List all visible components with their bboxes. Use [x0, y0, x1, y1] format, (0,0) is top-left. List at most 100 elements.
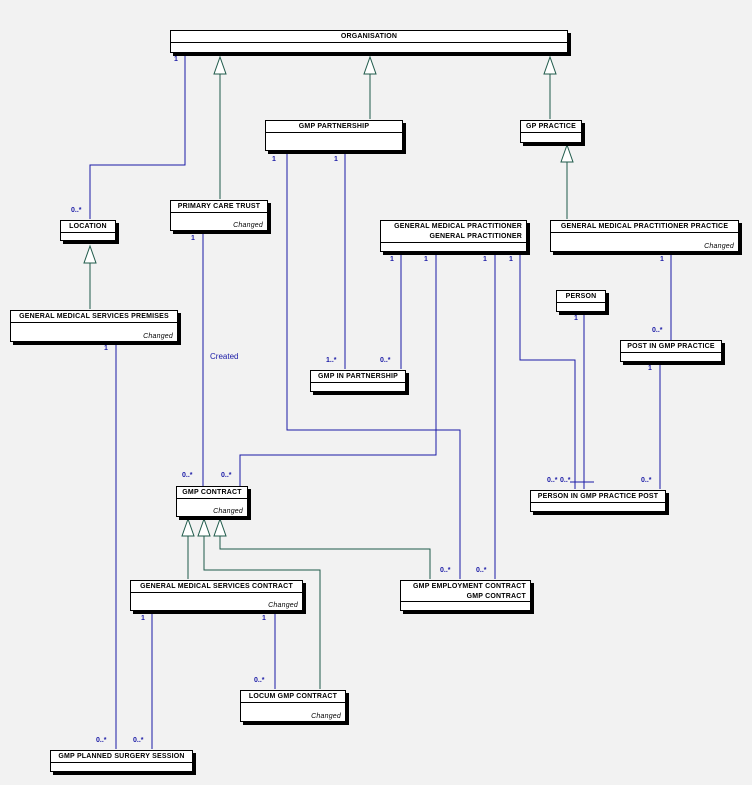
class-gmp-in-partnership[interactable]: GMP IN PARTNERSHIP: [310, 370, 406, 392]
class-gp-practice[interactable]: GP PRACTICE: [520, 120, 582, 143]
class-name: GENERAL MEDICAL SERVICES CONTRACT: [140, 583, 293, 590]
stereotype-label: Changed: [311, 713, 341, 720]
multiplicity: 0..*: [380, 357, 391, 364]
multiplicity: 1: [390, 256, 394, 263]
separator: [531, 502, 665, 503]
class-name: GMP EMPLOYMENT CONTRACT: [413, 583, 526, 590]
stereotype-label: Changed: [233, 222, 263, 229]
multiplicity: 0..*: [182, 472, 193, 479]
gen-arrow-org-2: [363, 55, 377, 75]
class-name: ORGANISATION: [340, 33, 398, 40]
assoc-org-location: [89, 55, 186, 219]
class-gmp-planned-surgery-session[interactable]: GMP PLANNED SURGERY SESSION: [50, 750, 193, 772]
separator: [401, 601, 530, 602]
separator: [171, 212, 267, 213]
class-name: PERSON: [565, 293, 597, 300]
multiplicity: 1: [191, 235, 195, 242]
gen-line-locum: [203, 536, 321, 689]
class-name: GMP IN PARTNERSHIP: [318, 373, 398, 380]
class-person[interactable]: PERSON: [556, 290, 606, 312]
multiplicity: 0..*: [560, 477, 571, 484]
gen-arrow-org-1: [213, 55, 227, 75]
separator: [11, 322, 177, 323]
multiplicity: 1: [174, 56, 178, 63]
multiplicity: 1: [574, 315, 578, 322]
class-name: LOCUM GMP CONTRACT: [248, 693, 338, 700]
class-gmp-employment-contract[interactable]: GMP EMPLOYMENT CONTRACT GMP CONTRACT: [400, 580, 531, 611]
class-name: GMP CONTRACT: [182, 489, 242, 496]
multiplicity: 1: [262, 615, 266, 622]
multiplicity: 1: [334, 156, 338, 163]
class-person-in-gmp-practice-post[interactable]: PERSON IN GMP PRACTICE POST: [530, 490, 666, 512]
multiplicity: 1..*: [326, 357, 337, 364]
gen-line-employment: [219, 536, 431, 579]
separator: [381, 242, 526, 243]
class-name: GMP PLANNED SURGERY SESSION: [58, 753, 185, 760]
assoc-gmp-contract: [239, 253, 437, 489]
class-name: GP PRACTICE: [526, 123, 576, 130]
multiplicity: 1: [660, 256, 664, 263]
multiplicity: 0..*: [254, 677, 265, 684]
class-name: GENERAL MEDICAL PRACTITIONER PRACTICE: [560, 223, 729, 230]
stereotype-label: Changed: [213, 508, 243, 515]
separator: [61, 232, 115, 233]
gen-arrow-contract-3: [213, 517, 227, 537]
multiplicity: 0..*: [440, 567, 451, 574]
class-alias: GMP CONTRACT: [466, 593, 526, 600]
multiplicity: 1: [141, 615, 145, 622]
class-alias: GENERAL PRACTITIONER: [429, 233, 522, 240]
multiplicity: 0..*: [476, 567, 487, 574]
stereotype-label: Changed: [268, 602, 298, 609]
separator: [621, 352, 721, 353]
multiplicity: 0..*: [71, 207, 82, 214]
class-gmp-partnership[interactable]: GMP PARTNERSHIP: [265, 120, 403, 151]
class-gms-premises[interactable]: GENERAL MEDICAL SERVICES PREMISES Change…: [10, 310, 178, 342]
separator: [521, 132, 581, 133]
class-location[interactable]: LOCATION: [60, 220, 116, 241]
class-name: PERSON IN GMP PRACTICE POST: [537, 493, 659, 500]
multiplicity: 1: [424, 256, 428, 263]
class-locum-gmp-contract[interactable]: LOCUM GMP CONTRACT Changed: [240, 690, 346, 722]
multiplicity: 0..*: [547, 477, 558, 484]
class-post-in-gmp-practice[interactable]: POST IN GMP PRACTICE: [620, 340, 722, 362]
separator: [241, 702, 345, 703]
class-gmp-practice[interactable]: GENERAL MEDICAL PRACTITIONER PRACTICE Ch…: [550, 220, 739, 252]
stereotype-label: Changed: [143, 333, 173, 340]
separator: [131, 592, 302, 593]
gen-arrow-contract-2: [197, 517, 211, 537]
association-label-created: Created: [210, 352, 239, 361]
class-name: GMP PARTNERSHIP: [298, 123, 370, 130]
assoc-partnership-employment: [286, 153, 461, 579]
class-name: GENERAL MEDICAL PRACTITIONER: [394, 223, 522, 230]
gen-arrow-org-3: [543, 55, 557, 75]
multiplicity: 0..*: [641, 477, 652, 484]
separator: [177, 498, 247, 499]
class-primary-care-trust[interactable]: PRIMARY CARE TRUST Changed: [170, 200, 268, 231]
multiplicity: 0..*: [652, 327, 663, 334]
multiplicity: 1: [272, 156, 276, 163]
separator: [551, 232, 738, 233]
separator: [557, 302, 605, 303]
class-name: POST IN GMP PRACTICE: [627, 343, 715, 350]
multiplicity: 1: [483, 256, 487, 263]
separator: [171, 42, 567, 43]
gen-arrow-location: [83, 244, 97, 264]
multiplicity: 0..*: [133, 737, 144, 744]
class-name: PRIMARY CARE TRUST: [177, 203, 261, 210]
multiplicity: 0..*: [221, 472, 232, 479]
class-gms-contract[interactable]: GENERAL MEDICAL SERVICES CONTRACT Change…: [130, 580, 303, 611]
class-general-medical-practitioner[interactable]: GENERAL MEDICAL PRACTITIONER GENERAL PRA…: [380, 220, 527, 252]
class-name: GENERAL MEDICAL SERVICES PREMISES: [19, 313, 169, 320]
separator: [311, 382, 405, 383]
class-gmp-contract[interactable]: GMP CONTRACT Changed: [176, 486, 248, 517]
gen-arrow-contract-1: [181, 517, 195, 537]
multiplicity: 1: [104, 345, 108, 352]
class-organisation[interactable]: ORGANISATION: [170, 30, 568, 53]
class-name: LOCATION: [69, 223, 107, 230]
assoc-gmp-pipp: [519, 253, 576, 489]
stereotype-label: Changed: [704, 243, 734, 250]
multiplicity: 0..*: [96, 737, 107, 744]
multiplicity: 1: [509, 256, 513, 263]
separator: [51, 762, 192, 763]
